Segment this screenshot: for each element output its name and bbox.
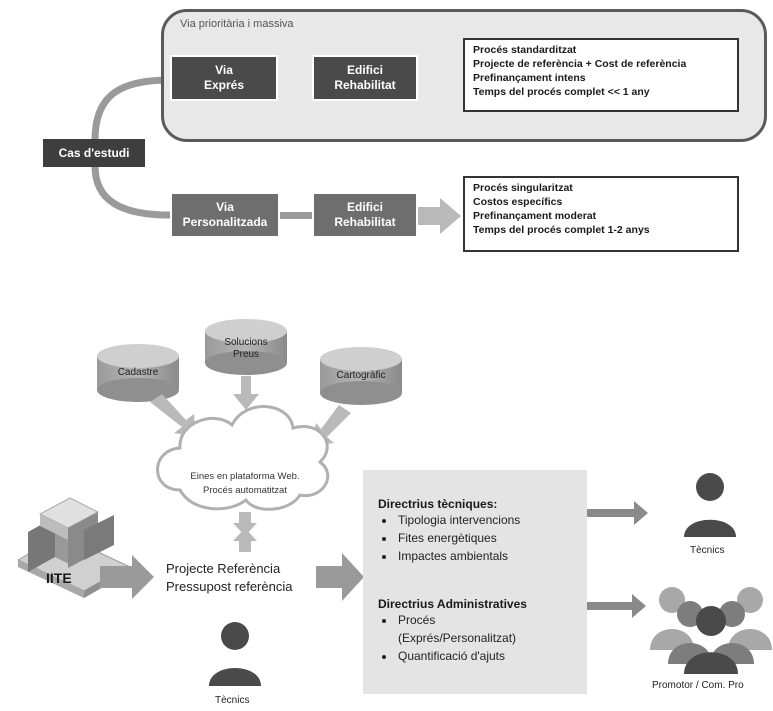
cadastre-database-icon	[97, 344, 179, 402]
promoters-label: Promotor / Com. Pro	[652, 680, 744, 691]
promoters-group-icon	[650, 587, 772, 674]
solutions-database-icon	[205, 319, 287, 375]
custom-detail-line: Costos específics	[473, 196, 563, 208]
express-details-box: Procés standarditzat Projecte de referèn…	[463, 38, 739, 112]
arrow-to-guidelines	[316, 553, 364, 601]
arrow-to-technicians	[526, 501, 648, 525]
arrow-to-promoters	[530, 594, 646, 618]
technicians-label: Tècnics	[690, 545, 725, 556]
technical-item: Impactes ambientals	[396, 547, 588, 565]
arrow-solutions-to-cloud	[233, 376, 259, 410]
administrative-item: Quantificació d'ajuts	[396, 647, 588, 665]
panel-title: Via prioritària i massiva	[180, 18, 294, 30]
custom-detail-line: Temps del procés complet 1-2 anys	[473, 224, 650, 236]
connector-to-custom	[91, 165, 171, 219]
express-detail-line: Temps del procés complet << 1 any	[473, 86, 650, 98]
administrative-guidelines: Directrius Administratives Procés (Expré…	[378, 597, 588, 665]
via-custom-box: Via Personalitzada	[170, 192, 280, 238]
arrow-custom-details	[416, 198, 461, 234]
reference-block: Projecte Referència Pressupost referènci…	[166, 560, 316, 596]
cadastre-label: Cadastre	[117, 367, 159, 378]
express-detail-line: Prefinançament intens	[473, 72, 586, 84]
cartography-label: Cartogràfic	[336, 370, 386, 381]
cloud-label: Eines en plataforma Web. Procés automati…	[190, 471, 300, 496]
arrow-cloud-reference	[233, 512, 257, 536]
technician-bottom-person-icon	[209, 622, 261, 686]
solutions-label: Solucions Preus	[224, 337, 268, 360]
custom-detail-line: Procés singularitzat	[473, 182, 573, 194]
express-detail-line: Projecte de referència + Cost de referèn…	[473, 58, 687, 70]
technical-item: Fites energètiques	[396, 529, 588, 547]
administrative-item: Procés (Exprés/Personalitzat)	[396, 611, 588, 647]
custom-details-box: Procés singularitzat Costos específics P…	[463, 176, 739, 252]
arrow-reference-cloud	[233, 528, 257, 552]
guidelines-panel	[363, 470, 587, 694]
building-custom-box: Edifici Rehabilitat	[312, 192, 418, 238]
custom-detail-line: Prefinançament moderat	[473, 210, 597, 222]
case-study-label: Cas d'estudi	[43, 139, 145, 167]
cartography-database-icon	[320, 347, 402, 405]
technical-heading: Directrius tècniques:	[378, 497, 498, 511]
technical-guidelines: Directrius tècniques: Tipologia interven…	[378, 497, 588, 565]
iite-arrow	[100, 555, 154, 599]
via-express-box: Via Exprés	[170, 55, 278, 101]
technician-person-icon	[684, 473, 736, 537]
link-custom	[275, 212, 314, 219]
administrative-heading: Directrius Administratives	[378, 597, 527, 611]
administrative-list: Procés (Exprés/Personalitzat) Quantifica…	[378, 611, 588, 665]
technical-list: Tipologia intervencions Fites energètiqu…	[378, 511, 588, 565]
iite-label: IITE	[46, 570, 72, 586]
connector-to-express	[91, 76, 171, 141]
cloud-icon	[156, 405, 330, 511]
technical-item: Tipologia intervencions	[396, 511, 588, 529]
building-express-box: Edifici Rehabilitat	[312, 55, 418, 101]
reference-budget-line: Pressupost referència	[166, 579, 293, 594]
reference-project-line: Projecte Referència	[166, 561, 281, 576]
express-detail-line: Procés standarditzat	[473, 44, 577, 56]
arrow-cadastre-to-cloud	[150, 394, 196, 437]
technicians-bottom-label: Tècnics	[215, 695, 250, 706]
